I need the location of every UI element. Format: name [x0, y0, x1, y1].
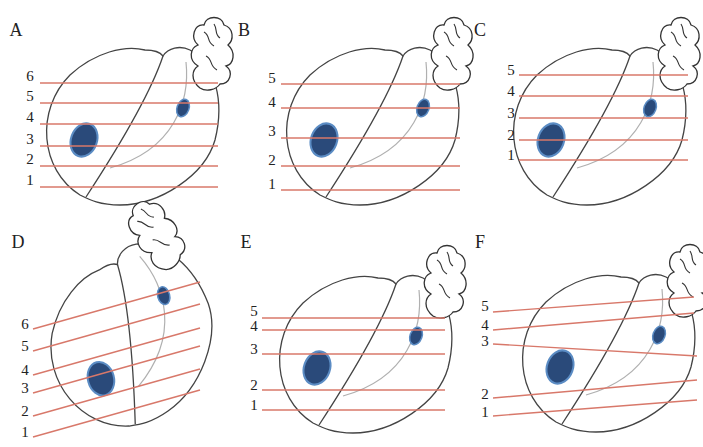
- section-number: 4: [250, 317, 258, 335]
- panel-letter: C: [474, 21, 486, 39]
- section-number: 1: [26, 171, 34, 189]
- section-number: 3: [250, 340, 258, 358]
- section-number: 1: [250, 396, 258, 414]
- section-number: 6: [21, 315, 29, 333]
- section-number: 4: [21, 361, 29, 379]
- section-number: 1: [507, 146, 515, 164]
- section-number: 2: [250, 376, 258, 394]
- organ-d: [0, 193, 260, 447]
- section-number: 5: [26, 87, 34, 105]
- section-number: 3: [26, 130, 34, 148]
- organ-a: [47, 18, 233, 206]
- section-number: 2: [21, 402, 29, 420]
- section-number: 6: [26, 67, 34, 85]
- section-lines: [33, 75, 697, 437]
- section-number: 2: [268, 151, 276, 169]
- section-number: 5: [507, 61, 515, 79]
- panel-letter: F: [475, 233, 485, 251]
- panel-letter: D: [12, 233, 25, 251]
- section-number: 1: [21, 423, 29, 441]
- section-number: 5: [21, 337, 29, 355]
- section-number: 4: [481, 316, 489, 334]
- section-number: 5: [481, 297, 489, 315]
- section-number: 4: [507, 82, 515, 100]
- section-number: 1: [268, 175, 276, 193]
- panel-letter: E: [241, 233, 252, 251]
- section-number: 3: [481, 332, 489, 350]
- section-number: 3: [21, 379, 29, 397]
- section-number: 4: [268, 93, 276, 111]
- section-number: 5: [250, 302, 258, 320]
- section-number: 5: [268, 69, 276, 87]
- section-number: 1: [481, 403, 489, 421]
- organ-f: [523, 245, 703, 433]
- organ-e: [280, 246, 466, 434]
- section-number: 2: [26, 150, 34, 168]
- panel-letter: B: [238, 21, 250, 39]
- section-number: 3: [507, 104, 515, 122]
- section-number: 2: [507, 126, 515, 144]
- organ-b: [287, 18, 473, 206]
- organ-c: [514, 18, 700, 206]
- section-number: 2: [481, 385, 489, 403]
- panel-letter: A: [10, 21, 23, 39]
- section-number: 4: [26, 108, 34, 126]
- section-number: 3: [268, 122, 276, 140]
